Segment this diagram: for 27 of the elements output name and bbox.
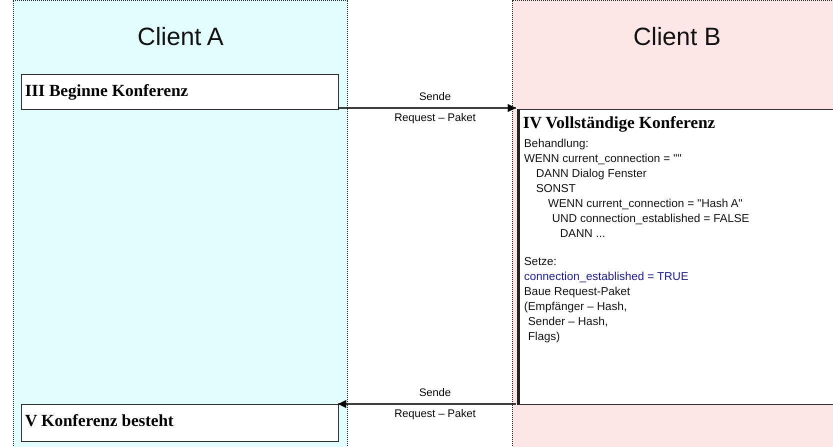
arrow — [338, 400, 516, 408]
pseudocode-line: connection_established = TRUE — [524, 271, 688, 283]
lane-title: Client A — [136, 23, 225, 52]
pseudocode-line: WENN current_connection = "Hash A" — [548, 198, 742, 210]
pseudocode-line: DANN ... — [560, 228, 606, 240]
process-box — [21, 404, 339, 442]
pseudocode-line: Setze: — [524, 256, 557, 268]
step-heading: IV Vollständige Konferenz — [523, 113, 716, 133]
pseudocode-line: Sender – Hash, — [528, 316, 608, 328]
edge-label: Sende Request – Paket — [393, 386, 477, 422]
pseudocode-line: (Empfänger – Hash, — [524, 301, 627, 313]
swimlane — [13, 0, 348, 447]
pseudocode-line: WENN current_connection = "" — [524, 153, 682, 165]
arrow — [338, 104, 516, 112]
step-heading: III Beginne Konferenz — [25, 81, 188, 101]
pseudocode-line: Flags) — [528, 331, 560, 343]
pseudocode-line: Behandlung: — [524, 138, 589, 150]
pseudocode-line: UND connection_established = FALSE — [552, 213, 750, 225]
step-heading: V Konferenz besteht — [25, 411, 174, 431]
pseudocode-line: Baue Request-Paket — [524, 286, 630, 298]
lane-title: Client B — [632, 23, 722, 52]
process-box — [21, 74, 339, 110]
pseudocode-line: DANN Dialog Fenster — [536, 168, 647, 180]
swimlane — [512, 0, 833, 447]
pseudocode-line: SONST — [536, 183, 576, 195]
process-box — [517, 109, 833, 405]
edge-label: Sende Request – Paket — [393, 90, 477, 126]
